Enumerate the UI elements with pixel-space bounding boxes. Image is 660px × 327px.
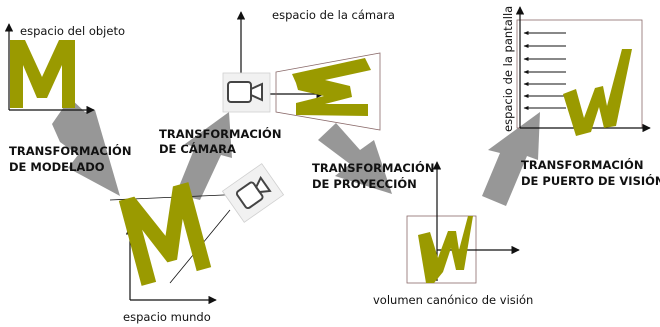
viewport-transform-label: TRANSFORMACIÓN DE PUERTO DE VISIÓN [521, 157, 660, 188]
view-frustum [275, 52, 381, 131]
projection-arrow [318, 123, 392, 194]
object-space-label: espacio del objeto [20, 24, 125, 38]
modeling-label-line-2: DE MODELADO [9, 160, 105, 174]
camera-space: espacio de la cámara [222, 8, 395, 131]
object-space: espacio del objeto [4, 23, 125, 115]
modeling-transform-label: TRANSFORMACIÓN DE MODELADO [9, 143, 131, 174]
projection-rays [523, 31, 566, 110]
viewport-label-line-2: DE PUERTO DE VISIÓN [521, 173, 660, 188]
camera-transform-label: TRANSFORMACIÓN DE CÁMARA [159, 126, 281, 156]
screen-space: espacio de la pantalla [501, 6, 651, 136]
letter-m-camera [292, 58, 371, 116]
camera-space-label: espacio de la cámara [272, 8, 395, 22]
canonical-view-volume: volumen canónico de visión [373, 161, 533, 307]
projection-transform-label: TRANSFORMACIÓN DE PROYECCIÓN [312, 160, 434, 191]
letter-w-screen [563, 49, 632, 136]
camera-icon-tilted [221, 163, 285, 223]
world-space-label: espacio mundo [123, 310, 211, 324]
camera-label-line-1: TRANSFORMACIÓN [159, 126, 281, 141]
viewport-label-line-1: TRANSFORMACIÓN [521, 157, 643, 172]
projection-label-line-2: DE PROYECCIÓN [312, 176, 417, 191]
letter-m-world [118, 182, 212, 286]
canonical-volume-label: volumen canónico de visión [373, 293, 533, 307]
letter-m-object [10, 40, 75, 108]
modeling-arrow [52, 98, 120, 196]
camera-icon [222, 72, 271, 113]
screen-space-label: espacio de la pantalla [501, 6, 515, 132]
camera-arrow [176, 112, 232, 200]
modeling-label-line-1: TRANSFORMACIÓN [9, 143, 131, 158]
letter-w-canonical [418, 216, 473, 283]
camera-label-line-2: DE CÁMARA [159, 141, 236, 156]
world-space: espacio mundo [109, 163, 285, 324]
projection-label-line-1: TRANSFORMACIÓN [312, 160, 434, 175]
viewport-arrow [482, 112, 540, 206]
